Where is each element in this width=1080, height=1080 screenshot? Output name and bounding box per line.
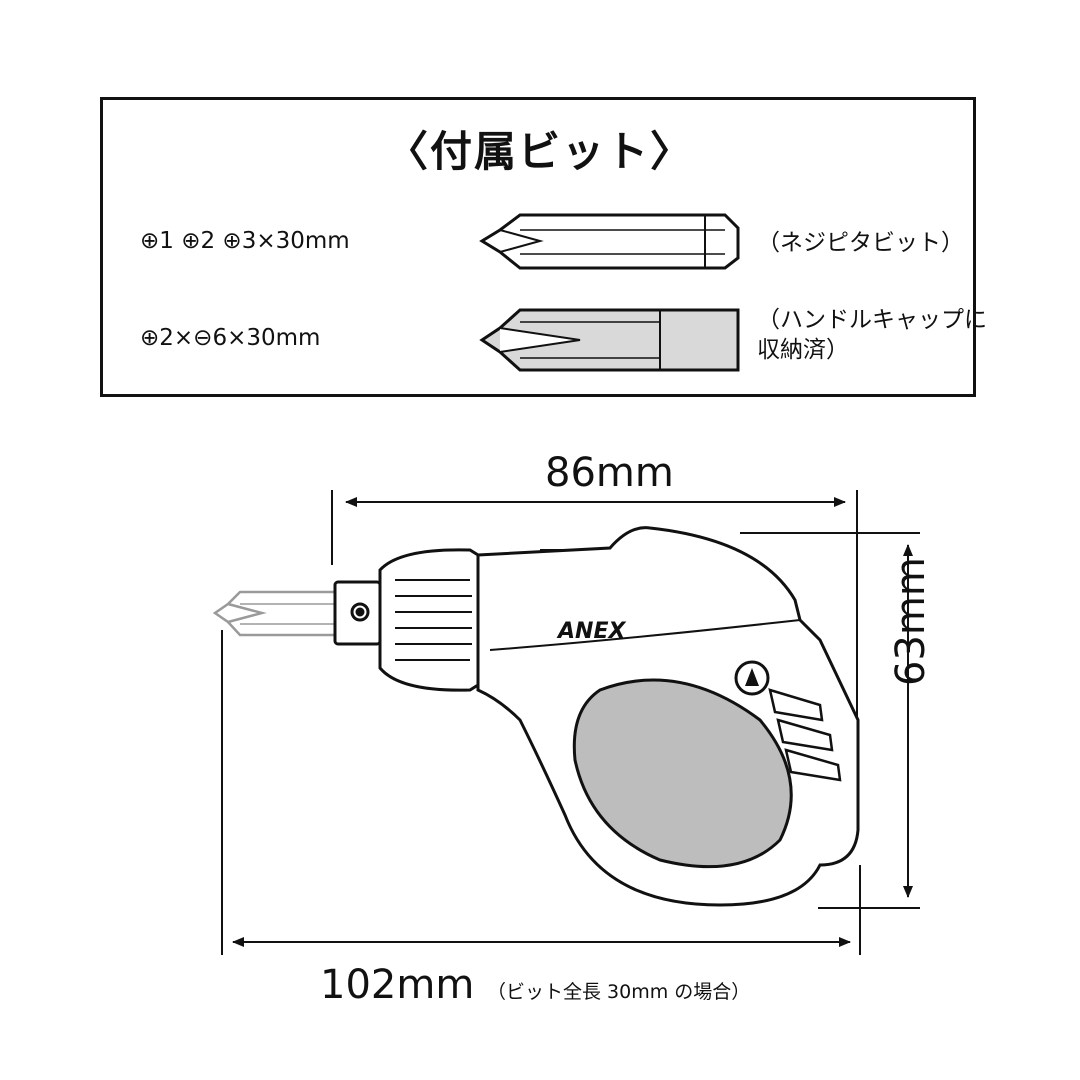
bit-set-2-note-line1: （ハンドルキャップに	[757, 307, 987, 333]
double-ended-bit-drawing	[479, 308, 740, 372]
inserted-bit-ghost	[212, 590, 337, 637]
nejipita-bit-drawing	[479, 213, 740, 270]
total-length-note: （ビット全長 30mm の場合）	[487, 981, 751, 1003]
bit-set-2-sizes: ⊕2×⊖6×30mm	[140, 325, 321, 351]
total-length-label: 102mm （ビット全長 30mm の場合）	[320, 962, 750, 1008]
bit-set-2-note: （ハンドルキャップに 収納済）	[757, 305, 987, 365]
accessory-bits-panel	[100, 97, 976, 397]
bit-set-1-sizes: ⊕1 ⊕2 ⊕3×30mm	[140, 228, 350, 254]
accessory-bits-title: 〈付属ビット〉	[385, 127, 694, 176]
bit-set-1-note: （ネジピタビット）	[757, 230, 964, 256]
body-length-label: 86mm	[545, 450, 674, 496]
brand-logo: ANEX	[556, 619, 626, 644]
bit-set-2-note-line2: 収納済）	[757, 337, 849, 363]
screwdriver-body	[333, 526, 860, 907]
total-length-value: 102mm	[320, 962, 475, 1008]
